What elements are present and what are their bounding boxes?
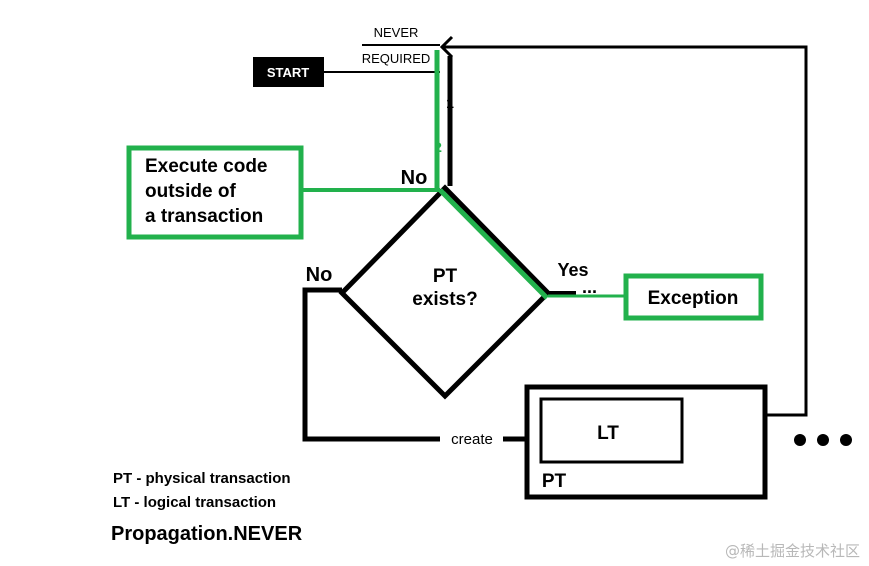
- yes-dots: ...: [582, 277, 597, 297]
- yes-path-highlight: [438, 188, 549, 300]
- no-left-label: No: [306, 264, 333, 286]
- start-label: START: [267, 65, 309, 80]
- caption: Propagation.NEVER: [111, 523, 303, 545]
- exception-box: [623, 273, 764, 321]
- create-label: create: [451, 431, 493, 448]
- start-box: [253, 57, 324, 87]
- execute-line-3: a transaction: [145, 206, 263, 227]
- lt-box: [539, 397, 684, 464]
- loop-arrowhead: [439, 35, 454, 59]
- no-top-label: No: [401, 167, 428, 189]
- watermark: @稀土掘金技术社区: [725, 542, 860, 560]
- exception-label: Exception: [648, 288, 739, 309]
- continuation-dot-3: [840, 434, 852, 446]
- execute-box: [126, 145, 304, 240]
- legend-pt: PT - physical transaction: [113, 470, 291, 487]
- execute-line-2: outside of: [145, 181, 236, 202]
- decision-diamond: [338, 184, 552, 400]
- execute-line-1: Execute code: [145, 156, 268, 177]
- loop-back-line: [444, 45, 808, 417]
- lt-label: LT: [597, 423, 619, 444]
- step-1-label: 1: [446, 95, 454, 111]
- continuation-dot-2: [817, 434, 829, 446]
- yes-label: Yes: [557, 260, 588, 280]
- required-label: REQUIRED: [362, 51, 431, 66]
- legend-lt: LT - logical transaction: [113, 494, 276, 511]
- decision-line-2: exists?: [412, 289, 477, 310]
- continuation-dot-1: [794, 434, 806, 446]
- never-label: NEVER: [374, 25, 419, 40]
- pt-label: PT: [542, 471, 567, 492]
- decision-line-1: PT: [433, 266, 458, 287]
- step-2-label: 2: [434, 139, 442, 155]
- no-left-path: [302, 287, 440, 442]
